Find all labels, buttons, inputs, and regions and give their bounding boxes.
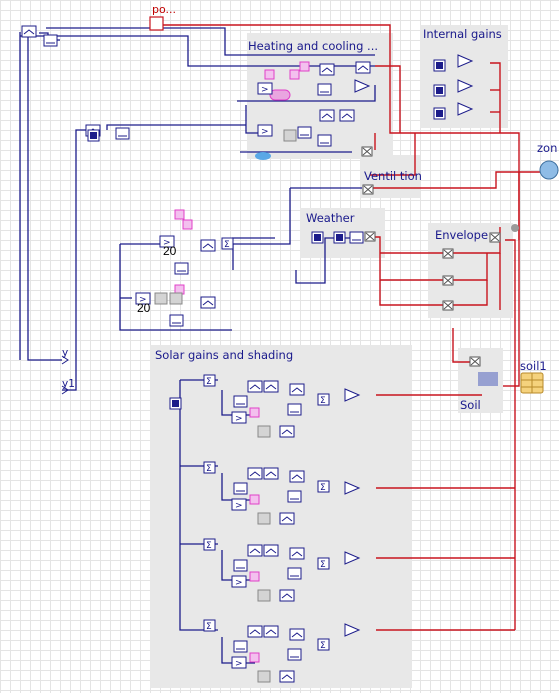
thermal-block xyxy=(361,146,373,157)
setpoint-2-label: 20 xyxy=(137,301,151,315)
step-block xyxy=(317,83,332,96)
step-block xyxy=(43,34,58,47)
switch-block xyxy=(339,109,355,122)
step-block xyxy=(349,231,364,244)
source-block xyxy=(433,84,446,97)
ventilation-title: Ventil tion xyxy=(364,169,422,183)
sample-block xyxy=(283,129,297,142)
output-y1-label: y1 xyxy=(62,378,75,390)
switch-block xyxy=(200,296,216,309)
solar-gains-title: Solar gains and shading xyxy=(155,348,294,362)
source-block xyxy=(333,231,346,244)
step-block xyxy=(317,134,332,147)
soil1-label: soil1 xyxy=(520,359,547,373)
heat-source-ellipse xyxy=(255,152,271,160)
source-block xyxy=(433,107,446,120)
logic-block xyxy=(264,69,275,80)
step-block xyxy=(169,314,184,327)
logic-block xyxy=(182,219,193,230)
logic-block xyxy=(174,209,185,220)
logic-block xyxy=(289,69,300,80)
heating-cooling-title: Heating and cooling ... xyxy=(248,39,379,53)
thermal-block xyxy=(442,248,454,259)
envelope-node xyxy=(511,224,519,232)
envelope-title: Envelope xyxy=(435,228,489,242)
comparator-block xyxy=(257,124,273,138)
step-block xyxy=(297,126,312,139)
power-input-label: po... xyxy=(152,3,177,16)
sample-block xyxy=(169,292,183,305)
power-input-block[interactable] xyxy=(149,16,164,31)
switch-block xyxy=(319,63,335,76)
switch-block xyxy=(355,61,371,74)
source-block xyxy=(87,129,100,142)
thermal-block xyxy=(362,184,374,195)
thermal-block xyxy=(442,275,454,286)
zone-label: zon xyxy=(537,141,558,155)
thermal-block xyxy=(489,232,501,243)
switch-block xyxy=(21,25,37,38)
output-arrow xyxy=(61,385,69,395)
switch-block xyxy=(319,109,335,122)
weather-title: Weather xyxy=(306,211,355,225)
thermal-block xyxy=(469,356,481,367)
setpoint-1-label: 20 xyxy=(163,244,177,258)
source-block xyxy=(169,397,182,410)
thermal-block xyxy=(364,231,376,242)
sum-block xyxy=(221,237,234,251)
zone-sphere[interactable] xyxy=(539,160,559,180)
step-block xyxy=(174,262,189,275)
thermal-block xyxy=(442,300,454,311)
pink-ellipse xyxy=(269,89,291,101)
output-y-label: y xyxy=(62,347,69,359)
source-block xyxy=(433,59,446,72)
comparator-block xyxy=(257,82,273,96)
source-block xyxy=(311,231,324,244)
soil-layer xyxy=(478,372,498,386)
logic-block xyxy=(299,61,310,72)
internal-gains-title: Internal gains xyxy=(423,27,502,41)
step-block xyxy=(115,127,130,140)
output-arrow xyxy=(61,355,69,365)
switch-block xyxy=(200,239,216,252)
sample-block xyxy=(154,292,168,305)
soil-title: Soil xyxy=(460,398,481,412)
